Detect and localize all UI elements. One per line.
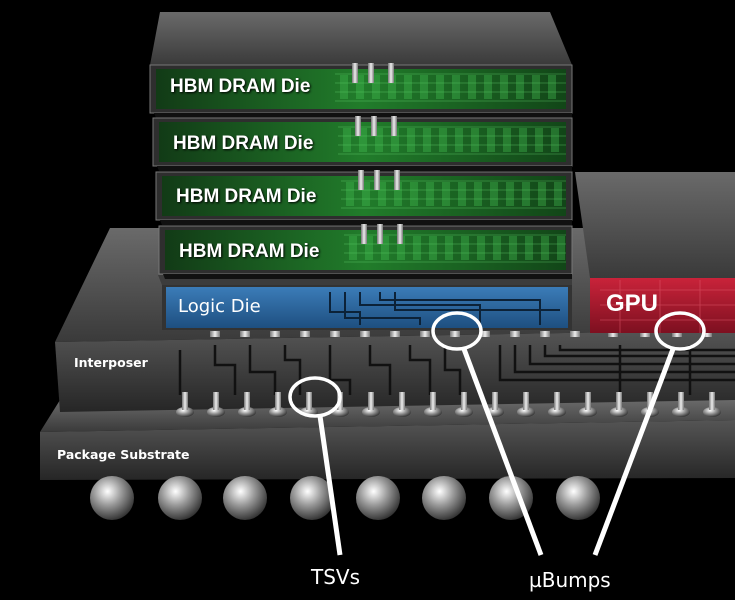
callouts xyxy=(288,311,706,556)
package-substrate xyxy=(40,400,735,480)
interposer-label: Interposer xyxy=(74,355,148,370)
dram-die-2 xyxy=(152,116,573,171)
tsv-callout-label: TSVs xyxy=(311,565,361,589)
hbm-dram-stack xyxy=(149,12,573,279)
dram-die-label-3: HBM DRAM Die xyxy=(176,186,317,207)
ubump-leader-line-right xyxy=(592,348,676,556)
ubump-callout-circle-left xyxy=(431,311,483,351)
tsv-leader-line xyxy=(317,415,343,556)
logic-die-label: Logic Die xyxy=(178,296,261,317)
gpu-die xyxy=(575,172,735,333)
dram-die-label-2: HBM DRAM Die xyxy=(173,133,314,154)
interposer-tsv-bumps xyxy=(176,392,721,417)
solder-balls xyxy=(90,476,600,520)
dram-die-label-1: HBM DRAM Die xyxy=(170,76,311,97)
ubump-callout-circle-right xyxy=(654,311,706,351)
dram-die-3 xyxy=(155,170,573,225)
gpu-label: GPU xyxy=(606,290,659,317)
dram-die-label-4: HBM DRAM Die xyxy=(179,241,320,262)
package-substrate-label: Package Substrate xyxy=(57,447,190,462)
dram-die-1 xyxy=(149,63,573,118)
ubump-leader-line-left xyxy=(461,348,544,556)
tsv-callout-circle xyxy=(288,376,342,418)
ubump-callout-label: µBumps xyxy=(529,568,611,592)
dram-die-4 xyxy=(158,224,573,279)
interposer-microbumps xyxy=(210,331,712,337)
